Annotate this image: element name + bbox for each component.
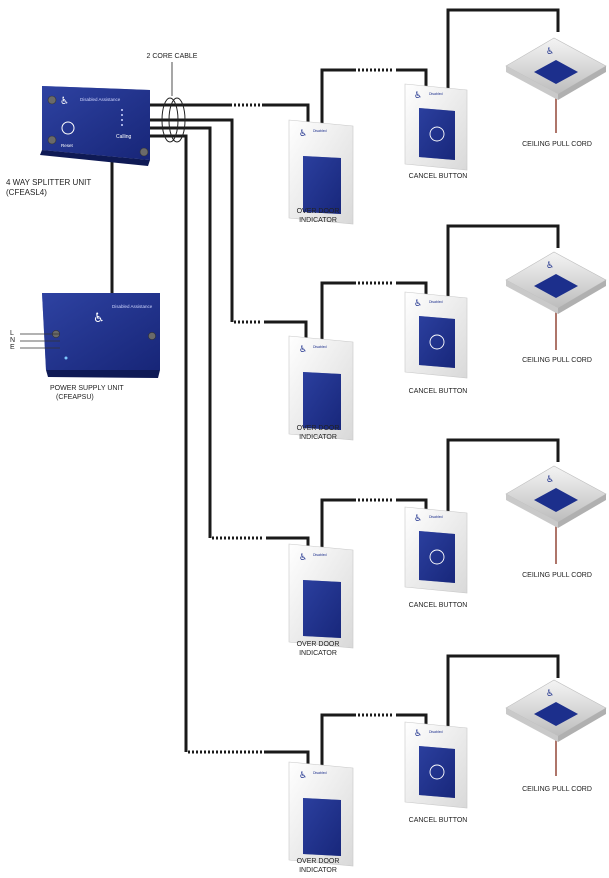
- ceiling-pull-cord-label: CEILING PULL CORD: [522, 786, 592, 793]
- svg-text:♿: ♿: [299, 345, 307, 355]
- over-door-label-line2: INDICATOR: [299, 650, 337, 657]
- svg-text:♿: ♿: [546, 47, 554, 57]
- svg-text:Disabled: Disabled: [429, 92, 443, 96]
- svg-text:Disabled: Disabled: [313, 553, 327, 557]
- svg-text:♿: ♿: [414, 514, 422, 524]
- over-door-label-line2: INDICATOR: [299, 867, 337, 874]
- over-door-label: OVER DOOR INDICATOR: [297, 857, 340, 875]
- splitter-label-line1: 4 WAY SPLITTER UNIT: [6, 178, 92, 187]
- over-door-label-line2: INDICATOR: [299, 217, 337, 224]
- ceiling-pull-cord-label: CEILING PULL CORD: [522, 357, 592, 364]
- cancel-button-label: CANCEL BUTTON: [408, 173, 468, 180]
- mains-n-label: N: [10, 337, 16, 344]
- mains-l-label: L: [10, 330, 14, 337]
- svg-text:♿: ♿: [546, 261, 554, 271]
- splitter-calling-text: Calling: [116, 134, 132, 140]
- mains-e-label: E: [10, 344, 15, 351]
- cancel-button-label: CANCEL BUTTON: [408, 602, 468, 609]
- cable-label: 2 CORE CABLE: [146, 53, 198, 60]
- splitter-reset-text: Reset: [61, 143, 74, 148]
- svg-text:♿: ♿: [546, 475, 554, 485]
- power-led-icon: [64, 356, 68, 360]
- mains-wires: [20, 333, 60, 349]
- screw-icon: [139, 147, 149, 157]
- wheelchair-icon: ♿: [93, 311, 105, 326]
- screw-icon: [47, 95, 57, 105]
- svg-text:Disabled: Disabled: [313, 345, 327, 349]
- wheelchair-icon: ♿: [60, 96, 69, 107]
- psu-label-line1: POWER SUPPLY UNIT: [50, 385, 124, 392]
- over-door-label: OVER DOOR INDICATOR: [297, 424, 340, 442]
- svg-text:Disabled: Disabled: [313, 129, 327, 133]
- svg-text:♿: ♿: [414, 729, 422, 739]
- over-door-indicators: ♿ Disabled ♿ Disabled ♿ Disabled ♿ Disab…: [288, 119, 354, 867]
- ceiling-pull-cord-label: CEILING PULL CORD: [522, 572, 592, 579]
- over-door-label-line1: OVER DOOR: [296, 858, 340, 865]
- svg-text:Disabled: Disabled: [429, 300, 443, 304]
- over-door-label-line1: OVER DOOR: [296, 641, 340, 648]
- cancel-buttons: ♿ Disabled ♿ Disabled ♿ Disabled ♿ Disab…: [404, 83, 468, 809]
- psu-device-text: Disabled Assistance: [112, 304, 153, 309]
- svg-text:Disabled: Disabled: [429, 730, 443, 734]
- svg-text:♿: ♿: [414, 91, 422, 101]
- zone-leds-icon: [121, 109, 123, 126]
- cancel-button-label: CANCEL BUTTON: [408, 388, 468, 395]
- over-door-label: OVER DOOR INDICATOR: [297, 640, 340, 658]
- over-door-label-line2: INDICATOR: [299, 434, 337, 441]
- screw-icon: [148, 332, 156, 340]
- cancel-button-label: CANCEL BUTTON: [408, 817, 468, 824]
- over-door-label-line1: OVER DOOR: [296, 208, 340, 215]
- splitter-label-line2: (CFEASL4): [6, 188, 47, 197]
- svg-text:Disabled: Disabled: [313, 771, 327, 775]
- ceiling-pull-cord-units: ♿ ♿ ♿ ♿: [505, 37, 607, 742]
- svg-text:♿: ♿: [299, 553, 307, 563]
- svg-text:♿: ♿: [414, 299, 422, 309]
- screw-icon: [47, 135, 57, 145]
- power-supply-unit: ♿ Disabled Assistance: [42, 293, 160, 378]
- splitter-label: 4 WAY SPLITTER UNIT (CFEASL4): [6, 178, 91, 198]
- over-door-label-line1: OVER DOOR: [296, 425, 340, 432]
- svg-text:♿: ♿: [299, 129, 307, 139]
- cable-bundle-marker: [161, 97, 186, 143]
- psu-label-line2: (CFEAPSU): [56, 394, 94, 401]
- splitter-unit: ♿ Disabled Assistance Reset Calling: [40, 86, 150, 166]
- svg-text:♿: ♿: [546, 689, 554, 699]
- svg-text:Disabled: Disabled: [429, 515, 443, 519]
- reset-icon: [61, 121, 75, 135]
- splitter-cables: [110, 103, 310, 770]
- ceiling-pull-cord-label: CEILING PULL CORD: [522, 141, 592, 148]
- over-door-label: OVER DOOR INDICATOR: [297, 207, 340, 225]
- splitter-device-text: Disabled Assistance: [80, 97, 121, 102]
- svg-text:♿: ♿: [299, 771, 307, 781]
